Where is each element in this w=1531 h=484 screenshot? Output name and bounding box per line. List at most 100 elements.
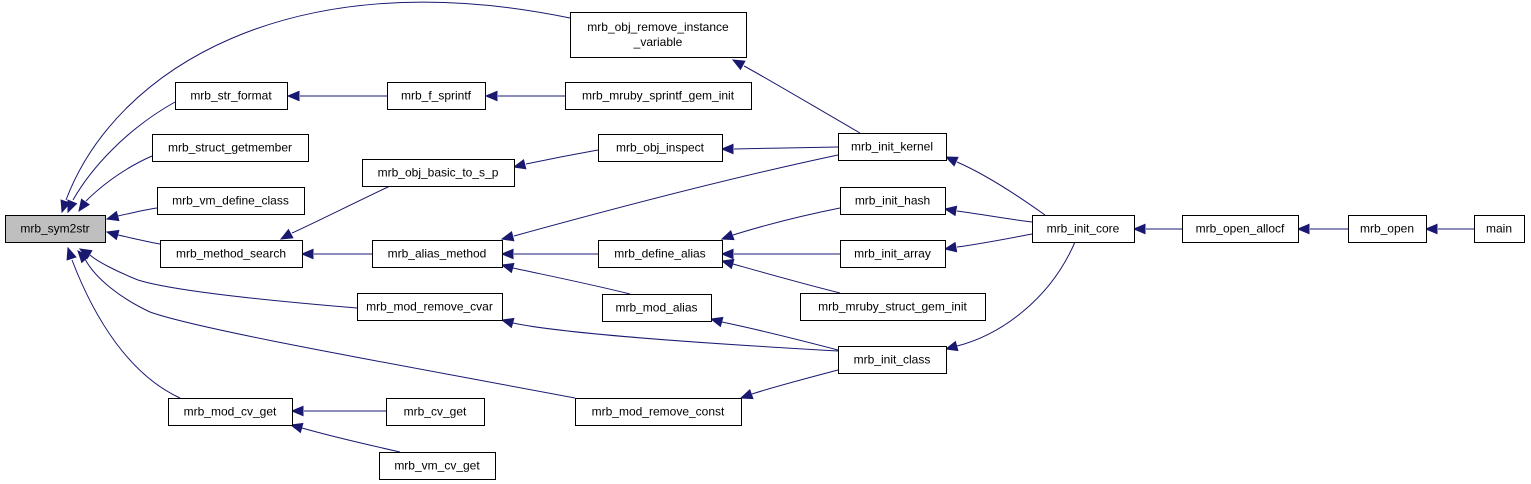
edge-line	[732, 207, 841, 236]
node-init-class[interactable]: mrb_init_class	[838, 346, 947, 374]
node-label: _variable	[633, 35, 683, 49]
node-label: mrb_cv_get	[404, 405, 467, 419]
node-label: mrb_mod_remove_cvar	[366, 300, 493, 314]
edge-obj_inspect-to-obj_basic_to_s_p	[512, 149, 599, 170]
edge-line	[291, 185, 391, 234]
edges-layer	[60, 1, 1475, 453]
edge-struct_getmember-to-sym2str	[78, 155, 153, 213]
node-struct-getmember[interactable]: mrb_struct_getmember	[152, 134, 309, 162]
node-label: mrb_method_search	[176, 247, 286, 261]
edge-init_class-to-mod_remove_cvar	[500, 317, 839, 352]
arrowhead	[78, 198, 90, 213]
node-open-allocf[interactable]: mrb_open_allocf	[1182, 215, 1299, 243]
arrowhead	[279, 228, 294, 240]
node-cv-get[interactable]: mrb_cv_get	[386, 398, 485, 426]
arrowhead	[944, 156, 959, 167]
node-box	[387, 82, 486, 110]
node-label: mrb_open_allocf	[1196, 222, 1285, 236]
node-label: mrb_open	[1360, 222, 1414, 236]
node-label: mrb_mod_cv_get	[184, 405, 277, 419]
node-mod-remove-cvar[interactable]: mrb_mod_remove_cvar	[357, 293, 503, 321]
edge-vm_cv_get-to-mod_cv_get	[289, 422, 401, 453]
arrowhead	[709, 316, 724, 328]
node-label: mrb_obj_inspect	[616, 141, 705, 155]
node-label: mrb_init_core	[1047, 222, 1120, 236]
edge-cv_get-to-mod_cv_get	[290, 405, 387, 417]
edge-mod_alias-to-alias_method	[500, 262, 631, 295]
node-init-kernel[interactable]: mrb_init_kernel	[838, 133, 947, 161]
arrowhead	[943, 241, 958, 253]
arrowhead	[77, 250, 90, 264]
node-label: mrb_str_format	[190, 89, 272, 103]
node-str-format[interactable]: mrb_str_format	[175, 82, 288, 110]
node-label: mrb_vm_cv_get	[394, 459, 480, 473]
node-box	[1182, 215, 1299, 243]
node-box	[5, 215, 106, 243]
node-vm-define-class[interactable]: mrb_vm_define_class	[157, 187, 305, 215]
node-box	[160, 240, 303, 268]
node-mod-cv-get[interactable]: mrb_mod_cv_get	[168, 398, 293, 426]
node-main[interactable]: main	[1474, 215, 1525, 243]
edge-line	[89, 254, 358, 309]
node-box	[157, 187, 305, 215]
node-f-sprintf[interactable]: mrb_f_sprintf	[387, 82, 486, 110]
node-init-core[interactable]: mrb_init_core	[1032, 215, 1135, 243]
node-box	[379, 452, 496, 480]
node-vm-cv-get[interactable]: mrb_vm_cv_get	[379, 452, 496, 480]
edge-line	[65, 1, 571, 201]
arrowhead	[720, 230, 735, 241]
node-box	[362, 159, 515, 187]
edge-line	[512, 267, 631, 295]
node-init-hash[interactable]: mrb_init_hash	[840, 187, 946, 215]
node-obj-inspect[interactable]: mrb_obj_inspect	[598, 134, 723, 162]
arrowhead	[1424, 223, 1438, 235]
edge-line	[732, 263, 841, 294]
node-sym2str[interactable]: mrb_sym2str	[5, 215, 106, 243]
edge-init_core-to-init_kernel	[944, 156, 1046, 216]
node-label: mrb_init_array	[854, 247, 931, 261]
edge-line	[956, 161, 1046, 216]
arrowhead	[286, 90, 300, 102]
edge-line	[743, 65, 861, 134]
node-label: mrb_init_kernel	[851, 140, 933, 154]
edge-line	[733, 146, 839, 150]
node-label: mrb_mruby_struct_gem_init	[818, 300, 967, 314]
node-obj-remove-iv[interactable]: mrb_obj_remove_instance_variable	[570, 12, 747, 58]
edge-init_core-to-init_array	[943, 233, 1033, 253]
edge-line	[721, 321, 839, 351]
arrowhead	[66, 246, 77, 261]
node-box	[575, 398, 742, 426]
arrowhead	[1132, 223, 1146, 235]
edge-line	[84, 258, 576, 399]
node-struct-gem-init[interactable]: mrb_mruby_struct_gem_init	[800, 293, 986, 321]
node-box	[372, 240, 503, 268]
node-open[interactable]: mrb_open	[1348, 215, 1427, 243]
arrowhead	[300, 248, 314, 260]
arrowhead	[943, 205, 958, 217]
edge-line	[956, 241, 1076, 347]
node-box	[1474, 215, 1525, 243]
node-label: mrb_obj_basic_to_s_p	[378, 166, 499, 180]
edge-init_array-to-define_alias	[720, 248, 840, 260]
node-obj-basic-to-s-p[interactable]: mrb_obj_basic_to_s_p	[362, 159, 515, 187]
node-define-alias[interactable]: mrb_define_alias	[598, 240, 723, 268]
node-sprintf-gem-init[interactable]: mrb_mruby_sprintf_gem_init	[565, 82, 752, 110]
edge-line	[956, 210, 1033, 223]
node-alias-method[interactable]: mrb_alias_method	[372, 240, 503, 268]
node-box	[570, 12, 747, 58]
node-init-array[interactable]: mrb_init_array	[840, 240, 946, 268]
node-mod-alias[interactable]: mrb_mod_alias	[602, 294, 712, 322]
node-label: mrb_mruby_sprintf_gem_init	[582, 89, 735, 103]
edge-mod_remove_const-to-sym2str	[77, 250, 576, 399]
arrowhead	[289, 422, 304, 434]
edge-main-to-open	[1424, 223, 1475, 235]
node-box	[598, 240, 723, 268]
edge-f_sprintf-to-str_format	[286, 90, 388, 102]
node-mod-remove-const[interactable]: mrb_mod_remove_const	[575, 398, 742, 426]
arrowhead	[720, 248, 734, 260]
node-method-search[interactable]: mrb_method_search	[160, 240, 303, 268]
edge-define_alias-to-alias_method	[500, 248, 598, 260]
edge-alias_method-to-method_search	[300, 248, 372, 260]
node-label: mrb_mod_remove_const	[592, 405, 725, 419]
edge-init_kernel-to-obj_inspect	[720, 143, 839, 155]
